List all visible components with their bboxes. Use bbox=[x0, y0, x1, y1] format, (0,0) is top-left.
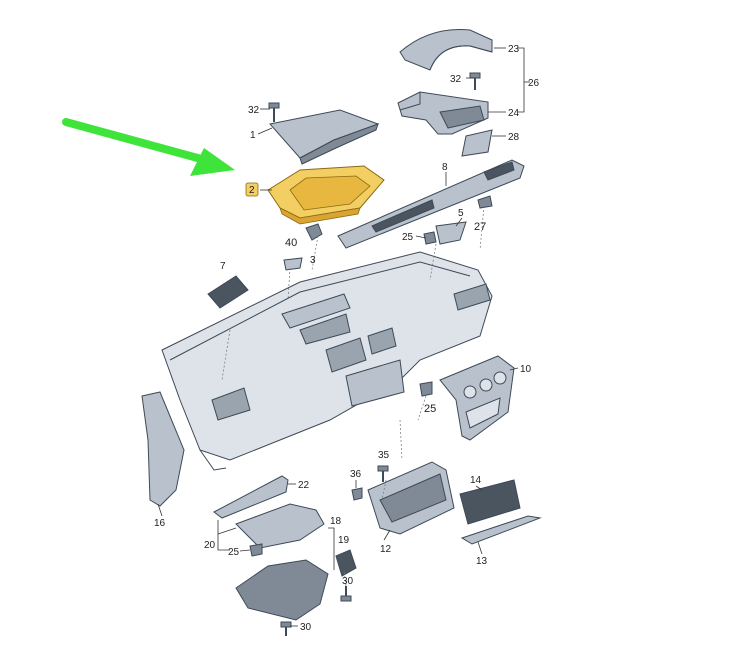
callout-26: 26 bbox=[528, 78, 540, 89]
green-pointer-arrow bbox=[62, 118, 235, 176]
callout-7: 7 bbox=[220, 261, 226, 272]
callout-12: 12 bbox=[380, 544, 392, 555]
callout-2: 2 bbox=[249, 185, 255, 196]
callout-14: 14 bbox=[470, 475, 482, 486]
part-8-vent-strip bbox=[337, 159, 525, 249]
part-2-storage-tray-highlighted bbox=[267, 165, 385, 225]
clip-25-lower bbox=[249, 543, 263, 557]
callout-40: 40 bbox=[285, 237, 297, 249]
part-22-trim-strip bbox=[213, 475, 289, 519]
part-20-column-cover-upper bbox=[235, 503, 325, 549]
callout-35: 35 bbox=[378, 450, 390, 461]
callout-20: 20 bbox=[204, 540, 216, 551]
clip-36 bbox=[351, 487, 363, 501]
part-23-cover bbox=[399, 28, 493, 71]
callout-18: 18 bbox=[330, 516, 342, 527]
screw-30-right bbox=[340, 586, 352, 602]
callout-22: 22 bbox=[298, 480, 310, 491]
callout-28: 28 bbox=[508, 132, 520, 143]
screw-32-top bbox=[469, 72, 481, 90]
part-1-lid bbox=[269, 109, 380, 165]
part-16-side-panel bbox=[141, 391, 185, 507]
part-20-column-cover-lower bbox=[235, 559, 329, 621]
dashboard-body bbox=[161, 251, 493, 471]
callout-23: 23 bbox=[508, 44, 520, 55]
callout-1: 1 bbox=[250, 130, 256, 141]
part-10-control-panel bbox=[439, 355, 515, 441]
callout-25-upper: 25 bbox=[402, 232, 414, 243]
clip-25-upper bbox=[423, 231, 437, 245]
clip-27 bbox=[477, 195, 493, 209]
callout-25-lower: 25 bbox=[228, 547, 240, 558]
part-19-switch bbox=[335, 549, 357, 577]
leader-lines bbox=[157, 47, 519, 627]
callout-25-mid: 25 bbox=[424, 403, 436, 415]
screw-32-left bbox=[268, 102, 280, 122]
part-24-bracket bbox=[397, 91, 489, 135]
callout-19: 19 bbox=[338, 535, 350, 546]
part-40-clip bbox=[283, 257, 303, 271]
callout-36: 36 bbox=[350, 469, 362, 480]
callout-32-top: 32 bbox=[450, 74, 462, 85]
part-13-lower-trim bbox=[460, 515, 542, 545]
callout-3: 3 bbox=[310, 255, 316, 266]
callout-32-left: 32 bbox=[248, 105, 260, 116]
part-14-glove-box-door bbox=[459, 479, 521, 525]
callout-8: 8 bbox=[442, 162, 448, 173]
part-28-plate bbox=[461, 129, 493, 157]
callout-13: 13 bbox=[476, 556, 488, 567]
part-7-side-vent bbox=[207, 275, 249, 309]
callout-10: 10 bbox=[520, 364, 532, 375]
callout-27: 27 bbox=[474, 221, 486, 233]
callout-5: 5 bbox=[458, 208, 464, 219]
screw-30-bottom bbox=[280, 621, 292, 636]
clip-25-mid bbox=[419, 381, 433, 397]
part-3-knob bbox=[305, 223, 323, 241]
callout-30-bottom: 30 bbox=[300, 622, 312, 633]
callout-30-right: 30 bbox=[342, 576, 354, 587]
screw-35 bbox=[377, 465, 389, 482]
bracket-26 bbox=[518, 47, 525, 113]
callout-2-badge bbox=[245, 182, 259, 197]
callout-24: 24 bbox=[508, 108, 520, 119]
part-5-trim bbox=[435, 221, 467, 245]
callout-16: 16 bbox=[154, 518, 166, 529]
part-12-glove-box bbox=[367, 461, 455, 535]
callout-labels: 23 32 26 24 32 1 28 8 2 5 27 40 25 3 7 1… bbox=[154, 44, 540, 633]
